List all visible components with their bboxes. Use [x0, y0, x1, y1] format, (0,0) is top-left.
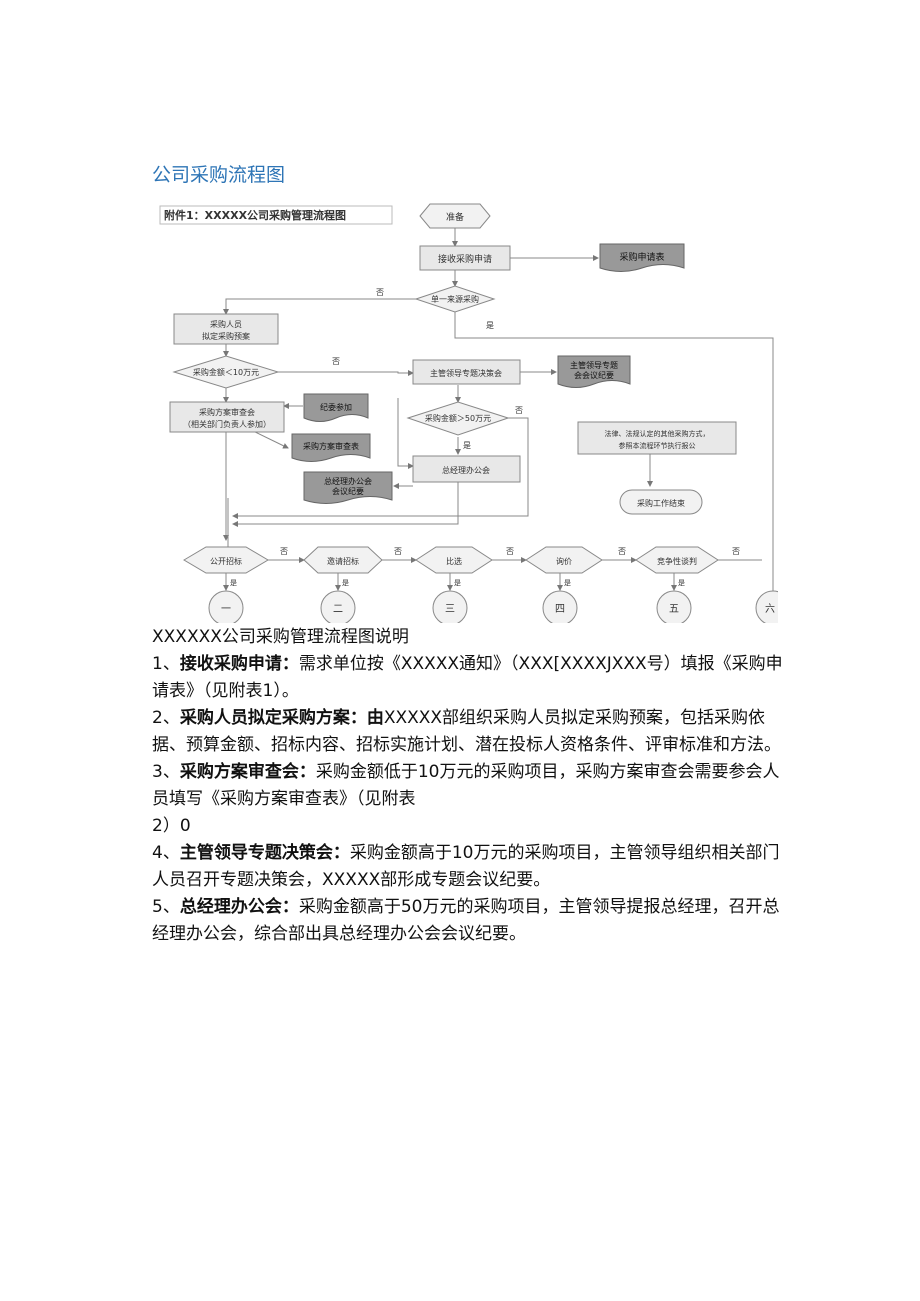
edge-label-no-7: 否	[618, 547, 626, 556]
method-negotiation-label: 竞争性谈判	[657, 556, 697, 566]
description-item-5: 5、总经理办公会：采购金额高于50万元的采购项目，主管领导提报总经理，召开总经理…	[152, 897, 780, 944]
finish-node	[619, 489, 703, 515]
decision-single-source	[414, 285, 496, 313]
decision-single-label: 单一来源采购	[431, 294, 479, 304]
leader-meeting-node	[412, 359, 521, 385]
edge-label-yes-2: 是	[463, 441, 471, 450]
gm-meeting-node	[412, 455, 521, 483]
description-item-4: 4、主管领导专题决策会：采购金额高于10万元的采购项目，主管领导组织相关部门人员…	[152, 843, 780, 890]
law-label-1: 法律、法规认定的其他采购方式，	[605, 429, 710, 438]
decision-above-50	[406, 401, 510, 436]
edge-label-no-8: 否	[732, 547, 740, 556]
description-item-3: 3、采购方案审查会：采购金额低于10万元的采购项目，采购方案审查会需要参会人员填…	[152, 762, 780, 809]
edge-label-no-6: 否	[506, 547, 514, 556]
gm-meeting-label: 总经理办公会	[442, 465, 490, 475]
request-form-label: 采购申请表	[619, 251, 664, 263]
review-meeting-node	[169, 401, 285, 433]
edge-label-no-2: 否	[332, 357, 340, 366]
decision-below-10-label: 采购金额＜10万元	[193, 367, 259, 377]
flowchart: 附件1：XXXXX公司采购管理流程图 准备	[158, 198, 778, 623]
method-comparison-label: 比选	[446, 556, 462, 566]
edge-label-yes-7: 是	[678, 579, 685, 587]
discipline-label: 纪委参加	[320, 402, 352, 412]
review-form-label: 采购方案审查表	[303, 441, 359, 451]
circle-3	[432, 590, 468, 623]
method-negotiation	[635, 546, 719, 574]
circle-4-label: 四	[555, 604, 565, 615]
method-comparison	[415, 546, 493, 574]
leader-minutes-label-1: 主管领导专题	[570, 360, 618, 370]
method-open-tender-label: 公开招标	[210, 556, 242, 566]
leader-minutes-doc	[557, 355, 631, 388]
circle-3-label: 三	[445, 604, 455, 615]
method-invite-tender-label: 邀请招标	[327, 556, 359, 566]
decision-above-50-label: 采购金额＞50万元	[425, 413, 491, 423]
circle-2-label: 二	[333, 604, 343, 615]
draft-plan-label-1: 采购人员	[210, 319, 242, 329]
circle-6	[755, 590, 778, 623]
start-label: 准备	[446, 211, 464, 223]
finish-label: 采购工作结束	[637, 498, 685, 508]
method-inquiry-label: 询价	[556, 556, 572, 566]
leader-meeting-label: 主管领导专题决策会	[430, 368, 502, 378]
circle-5-label: 五	[669, 604, 679, 615]
edge-label-yes-1: 是	[486, 321, 494, 330]
request-form-doc	[599, 243, 685, 272]
edge-label-no-4: 否	[280, 547, 288, 556]
edge-label-no-5: 否	[394, 547, 402, 556]
circle-4	[542, 590, 578, 623]
leader-minutes-label-2: 会会议纪要	[574, 370, 614, 380]
review-form-doc	[291, 433, 371, 462]
edge-label-yes-4: 是	[342, 579, 349, 587]
description-heading: XXXXXX公司采购管理流程图说明	[152, 627, 409, 647]
review-meeting-label-1: 采购方案审查会	[199, 407, 255, 417]
description-item-2: 2、采购人员拟定采购方案：由XXXXX部组织采购人员拟定采购预案，包括采购依据、…	[152, 708, 781, 755]
draft-plan-node	[173, 313, 279, 345]
edge-label-no-1: 否	[376, 288, 384, 297]
gm-minutes-label-1: 总经理办公会	[324, 476, 372, 486]
description-item-1: 1、接收采购申请：需求单位按《XXXXX通知》（XXX[XXXXJXXX号）填报…	[152, 654, 783, 701]
circle-5	[656, 590, 692, 623]
draft-plan-label-2: 拟定采购预案	[202, 331, 250, 341]
edge-label-no-3: 否	[515, 406, 523, 415]
circle-2	[320, 590, 356, 623]
method-open-tender	[183, 546, 269, 574]
flowchart-header: 附件1：XXXXX公司采购管理流程图	[164, 208, 346, 222]
edge-label-yes-6: 是	[564, 579, 571, 587]
circle-1-label: 一	[221, 604, 231, 615]
edge-label-yes-5: 是	[454, 579, 461, 587]
discipline-doc	[303, 393, 369, 422]
flowchart-header-box	[159, 205, 393, 225]
circle-1	[208, 590, 244, 623]
method-invite-tender	[303, 546, 383, 574]
page-title: 公司采购流程图	[152, 164, 286, 186]
gm-minutes-label-2: 会议纪要	[332, 486, 364, 496]
gm-minutes-doc	[303, 471, 393, 504]
receive-node	[419, 245, 511, 271]
decision-below-10	[172, 355, 280, 389]
method-inquiry	[525, 546, 603, 574]
edge-label-yes-3: 是	[230, 579, 237, 587]
law-label-2: 参照本流程环节执行报公	[619, 441, 696, 450]
circle-6-label: 六	[765, 603, 775, 615]
review-meeting-label-2: （相关部门负责人参加）	[183, 419, 271, 429]
description-item-3-tail: 2）0	[152, 816, 191, 836]
start-node	[419, 203, 491, 229]
description: XXXXXX公司采购管理流程图说明 1、接收采购申请：需求单位按《XXXXX通知…	[152, 624, 792, 948]
law-node	[577, 421, 737, 455]
receive-label: 接收采购申请	[438, 253, 492, 265]
